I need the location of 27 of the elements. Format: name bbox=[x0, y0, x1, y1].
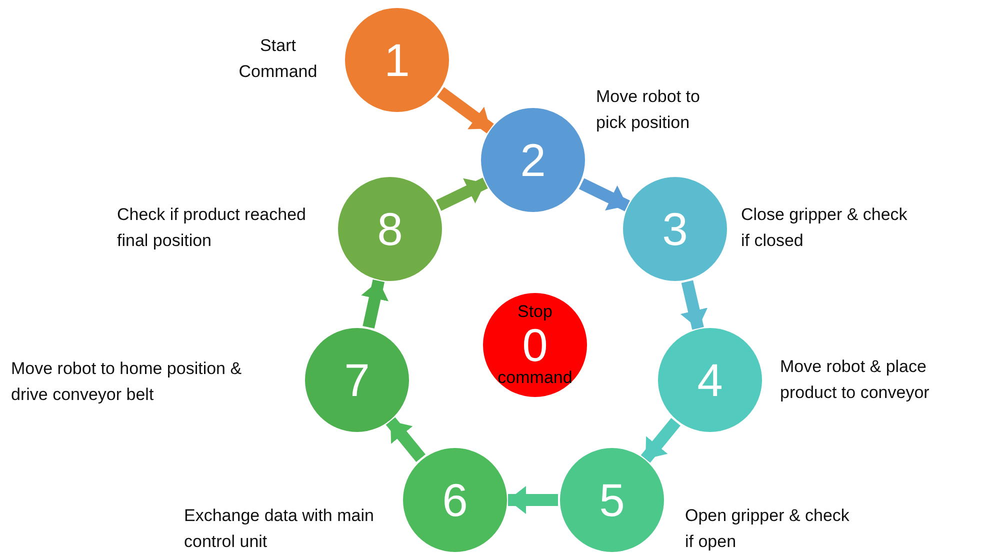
step-number: 6 bbox=[442, 477, 468, 523]
step-number: 1 bbox=[384, 37, 410, 83]
step-description: Exchange data with main control unit bbox=[184, 505, 375, 553]
step-label: Stop bbox=[518, 302, 552, 322]
step-number: 7 bbox=[344, 357, 370, 403]
step-number: 0 bbox=[522, 322, 548, 368]
block-arrow bbox=[640, 418, 680, 463]
step-description: Start Command bbox=[238, 35, 318, 83]
step-label: command bbox=[498, 368, 572, 388]
step-number: 2 bbox=[520, 137, 546, 183]
step-description: Open gripper & check if open bbox=[685, 505, 850, 553]
block-arrow bbox=[508, 486, 558, 514]
step-number: 5 bbox=[599, 477, 625, 523]
block-arrow bbox=[680, 280, 708, 330]
step-number: 4 bbox=[697, 357, 723, 403]
step-description: Close gripper & check if closed bbox=[741, 204, 908, 252]
block-arrow bbox=[578, 178, 630, 212]
block-arrow bbox=[386, 417, 426, 462]
block-arrow bbox=[436, 178, 488, 211]
step-description: Move robot to pick position bbox=[596, 86, 701, 134]
block-arrow bbox=[361, 279, 389, 329]
step-description: Move robot to home position & drive conveyor belt bbox=[11, 358, 243, 406]
step-description: Check if product reached final position bbox=[117, 204, 307, 252]
step-number: 3 bbox=[662, 206, 688, 252]
step-description: Move robot & place product to conveyor bbox=[780, 356, 930, 404]
block-arrow bbox=[436, 87, 494, 134]
step-number: 8 bbox=[377, 206, 403, 252]
